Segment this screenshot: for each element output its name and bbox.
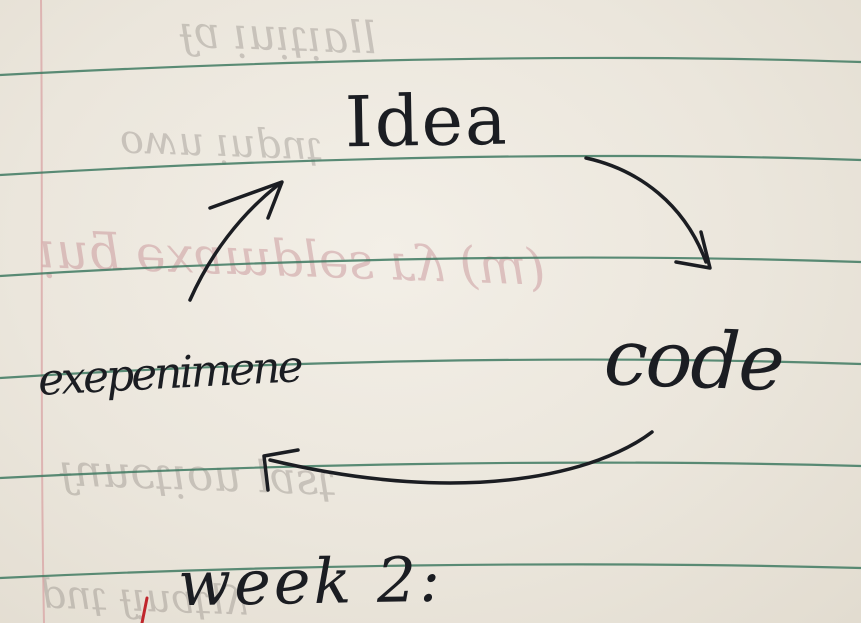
week-heading: week 2:: [177, 542, 444, 621]
arrow-experiment-to-idea: [188, 183, 280, 302]
margin-line: [40, 0, 45, 623]
arrow-idea-to-code: [584, 156, 708, 264]
arrowhead: [674, 230, 712, 270]
idea-word: Idea: [344, 78, 510, 164]
cycle-arrows: [188, 156, 712, 492]
red-pen-mark: [140, 596, 149, 623]
arrowhead: [208, 180, 284, 220]
code-word: code: [602, 312, 785, 410]
ruled-lines: [0, 56, 861, 580]
arrow-code-to-experiment: [268, 430, 654, 485]
arrowhead: [262, 448, 300, 492]
